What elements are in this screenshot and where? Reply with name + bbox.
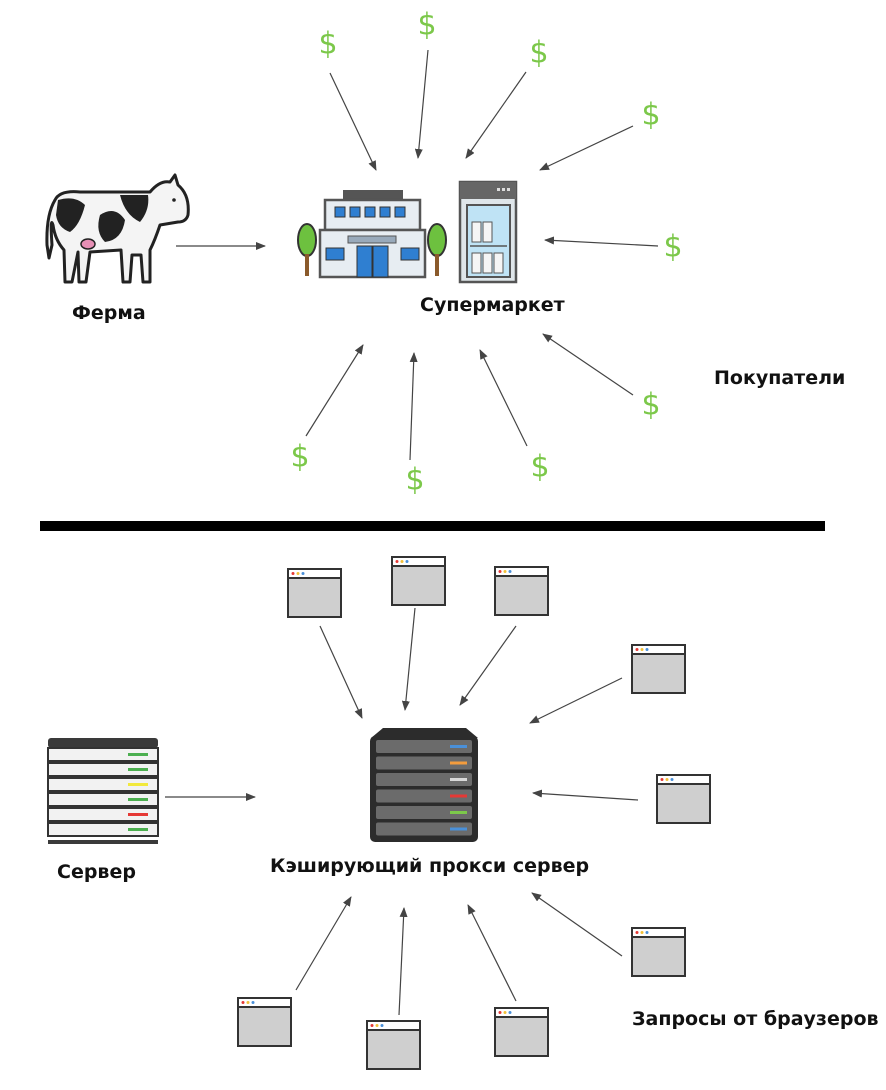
- dollar-icon: $: [529, 36, 548, 71]
- status-light: [450, 827, 467, 831]
- requests-label: Запросы от браузеров: [632, 1008, 879, 1030]
- status-light: [450, 794, 467, 798]
- proxy-label: Кэширующий прокси сервер: [270, 855, 590, 877]
- browser-window-icon: [656, 774, 711, 824]
- supermarket-icon: [297, 190, 447, 279]
- browser-window-icon: [494, 1007, 549, 1057]
- browser-window-icon: [631, 927, 686, 977]
- proxy-unit: [376, 822, 472, 836]
- server-unit: [47, 777, 159, 792]
- status-light: [128, 828, 148, 831]
- dollar-icon: $: [641, 98, 660, 133]
- dollar-icon: $: [405, 463, 424, 498]
- status-light: [450, 811, 467, 814]
- milk-fridge-icon: [458, 180, 518, 284]
- status-light: [128, 813, 148, 816]
- status-light: [128, 783, 148, 786]
- browser-window-icon: [237, 997, 292, 1047]
- dollar-icon: $: [318, 27, 337, 62]
- status-light: [450, 778, 467, 781]
- dollar-icon: $: [530, 450, 549, 485]
- dollar-icon: $: [663, 230, 682, 265]
- payment-arrows: [305, 49, 659, 461]
- status-light: [450, 745, 467, 748]
- browser-windows: [237, 556, 711, 1070]
- server-unit: [47, 807, 159, 822]
- proxy-unit: [376, 740, 472, 753]
- proxy-unit: [376, 789, 472, 803]
- browser-window-icon: [287, 568, 342, 618]
- status-light: [128, 798, 148, 801]
- server-rack-icon: [47, 738, 159, 844]
- server-unit: [47, 792, 159, 807]
- dollar-icon: $: [417, 8, 436, 43]
- server-unit: [47, 822, 159, 837]
- server-label: Сервер: [57, 861, 136, 883]
- proxy-server-icon: [370, 728, 478, 842]
- dollar-icon: $: [290, 440, 309, 475]
- proxy-unit: [376, 756, 472, 770]
- server-unit: [47, 747, 159, 762]
- browser-window-icon: [494, 566, 549, 616]
- status-light: [128, 768, 148, 771]
- supermarket-label: Супермаркет: [420, 294, 565, 316]
- status-light: [450, 761, 467, 765]
- dollar-icons: $ $ $ $ $ $ $ $ $: [290, 8, 682, 498]
- browser-window-icon: [366, 1020, 421, 1070]
- browser-window-icon: [631, 644, 686, 694]
- browser-window-icon: [391, 556, 446, 606]
- cow-icon: [45, 173, 190, 284]
- server-unit: [47, 762, 159, 777]
- dollar-icon: $: [641, 388, 660, 423]
- farm-label: Ферма: [72, 302, 146, 324]
- request-arrows: [295, 607, 639, 1016]
- proxy-unit: [376, 773, 472, 786]
- section-divider: [40, 521, 825, 531]
- buyers-label: Покупатели: [714, 367, 846, 389]
- proxy-unit: [376, 806, 472, 819]
- status-light: [128, 753, 148, 756]
